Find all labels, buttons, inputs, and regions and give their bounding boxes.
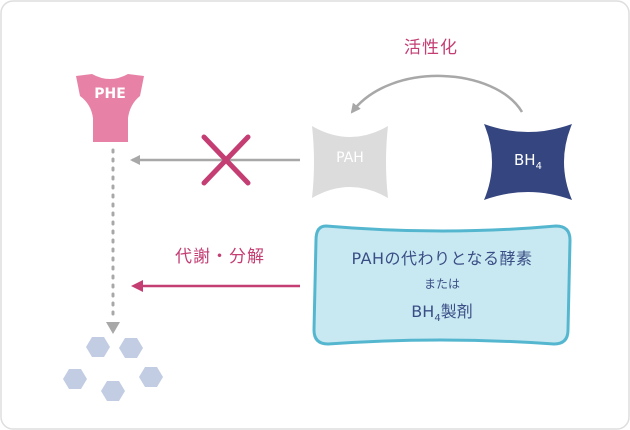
bh4-label-subscript: 4 <box>535 161 542 172</box>
hexagon-fragments-icon <box>63 337 163 401</box>
bh4-preparation-text: BH4製剤 <box>316 298 568 324</box>
hexagon-fragment <box>119 338 143 358</box>
bh4-prep-rest: 製剤 <box>440 302 473 321</box>
phe-molecule <box>76 74 144 142</box>
cross-mark-icon <box>201 134 251 186</box>
phe-degradation-arrowhead <box>106 322 120 334</box>
hexagon-fragment <box>63 369 87 389</box>
hexagon-fragment <box>86 337 110 357</box>
bh4-label-main: BH <box>514 151 536 169</box>
replacement-box-shape <box>312 224 572 346</box>
pah-molecule <box>312 126 388 198</box>
or-text: または <box>423 277 460 291</box>
activation-label: 活性化 <box>404 38 458 58</box>
bh4-label: BH4 <box>492 151 564 172</box>
replacement-box: PAHの代わりとなる酵素 または BH4製剤 <box>316 226 568 344</box>
bh4-prep-main: BH <box>411 302 435 321</box>
replacement-enzyme-text: PAHの代わりとなる酵素 <box>351 249 533 268</box>
bh4-molecule <box>484 124 572 200</box>
activation-arrow <box>350 74 524 114</box>
hexagon-fragment <box>139 367 163 387</box>
phe-label: PHE <box>94 86 126 102</box>
bh4-prep-subscript: 4 <box>434 313 441 324</box>
metabolism-label: 代謝・分解 <box>175 247 265 267</box>
hexagon-fragment <box>101 381 125 401</box>
pah-label: PAH <box>336 150 364 166</box>
